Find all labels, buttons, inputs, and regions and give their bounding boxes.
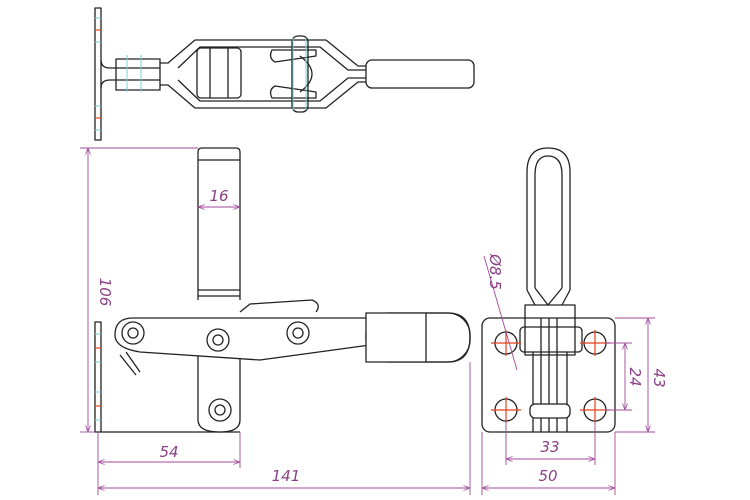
pivot-circles xyxy=(121,321,310,422)
top-spring-clip xyxy=(269,49,317,99)
dim-33: 33 xyxy=(540,438,559,456)
dim-54: 54 xyxy=(159,443,178,461)
top-jaw-inner xyxy=(177,46,368,102)
side-dimensions: 106 16 54 141 xyxy=(80,147,471,495)
side-latch xyxy=(239,299,319,313)
side-vertical-bar xyxy=(197,147,241,300)
top-link-block xyxy=(196,47,242,99)
dim-hole-diameter: Ø8.5 xyxy=(486,253,504,290)
dim-43: 43 xyxy=(650,368,668,387)
front-clamp-body xyxy=(524,304,576,356)
side-slot xyxy=(119,351,141,376)
front-dimensions: Ø8.5 24 43 33 50 xyxy=(481,253,668,495)
dim-106: 106 xyxy=(96,278,114,307)
top-pivot-block xyxy=(115,58,161,91)
top-view xyxy=(94,7,475,141)
hole-leader xyxy=(483,255,518,371)
top-handle xyxy=(365,59,475,89)
top-base-plate xyxy=(94,7,102,141)
top-jaw-outer xyxy=(160,39,368,109)
dim-24: 24 xyxy=(626,367,644,386)
front-view xyxy=(481,147,616,433)
top-pin xyxy=(291,35,309,113)
dim-141: 141 xyxy=(272,467,301,485)
dim-16: 16 xyxy=(209,187,228,205)
side-arm xyxy=(114,317,371,361)
side-view xyxy=(94,147,471,433)
top-bend xyxy=(100,59,160,89)
side-base-plate xyxy=(94,321,102,433)
mounting-holes xyxy=(491,330,610,423)
dim-50: 50 xyxy=(538,467,557,485)
front-handle-loop xyxy=(526,147,571,290)
front-pin xyxy=(529,403,571,419)
